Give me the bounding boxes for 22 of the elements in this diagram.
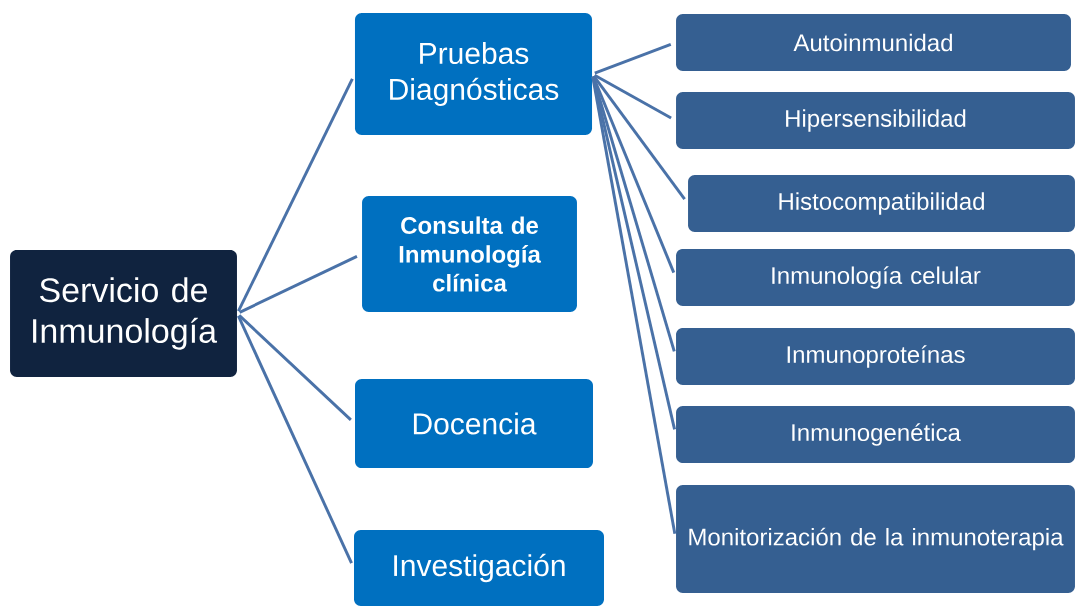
test-box: Inmunoproteínas <box>676 327 1075 386</box>
connector-line <box>237 78 354 312</box>
category-box: Consulta de Inmunología clínica <box>362 196 577 312</box>
test-box: Hipersensibilidad <box>676 91 1075 150</box>
root-box: Servicio de Inmunología <box>10 250 237 377</box>
connector-line <box>591 76 677 534</box>
connector-line <box>594 43 672 75</box>
category-box: Investigación <box>354 530 604 606</box>
connector-line <box>593 74 672 120</box>
test-box: Monitorización de la inmunoterapia <box>676 485 1075 593</box>
category-box: Pruebas Diagnósticas <box>354 13 593 135</box>
test-box: Autoinmunidad <box>676 13 1071 72</box>
connector-line <box>591 76 676 430</box>
test-box: Inmunología celular <box>676 249 1075 307</box>
test-box: Inmunogenética <box>676 405 1075 464</box>
category-box: Docencia <box>355 379 593 469</box>
test-box: Histocompatibilidad <box>688 175 1075 233</box>
connector-line <box>592 75 686 201</box>
connector-line <box>238 314 352 421</box>
connector-line <box>239 254 358 314</box>
connector-line <box>237 315 353 564</box>
connector-line <box>591 76 676 352</box>
